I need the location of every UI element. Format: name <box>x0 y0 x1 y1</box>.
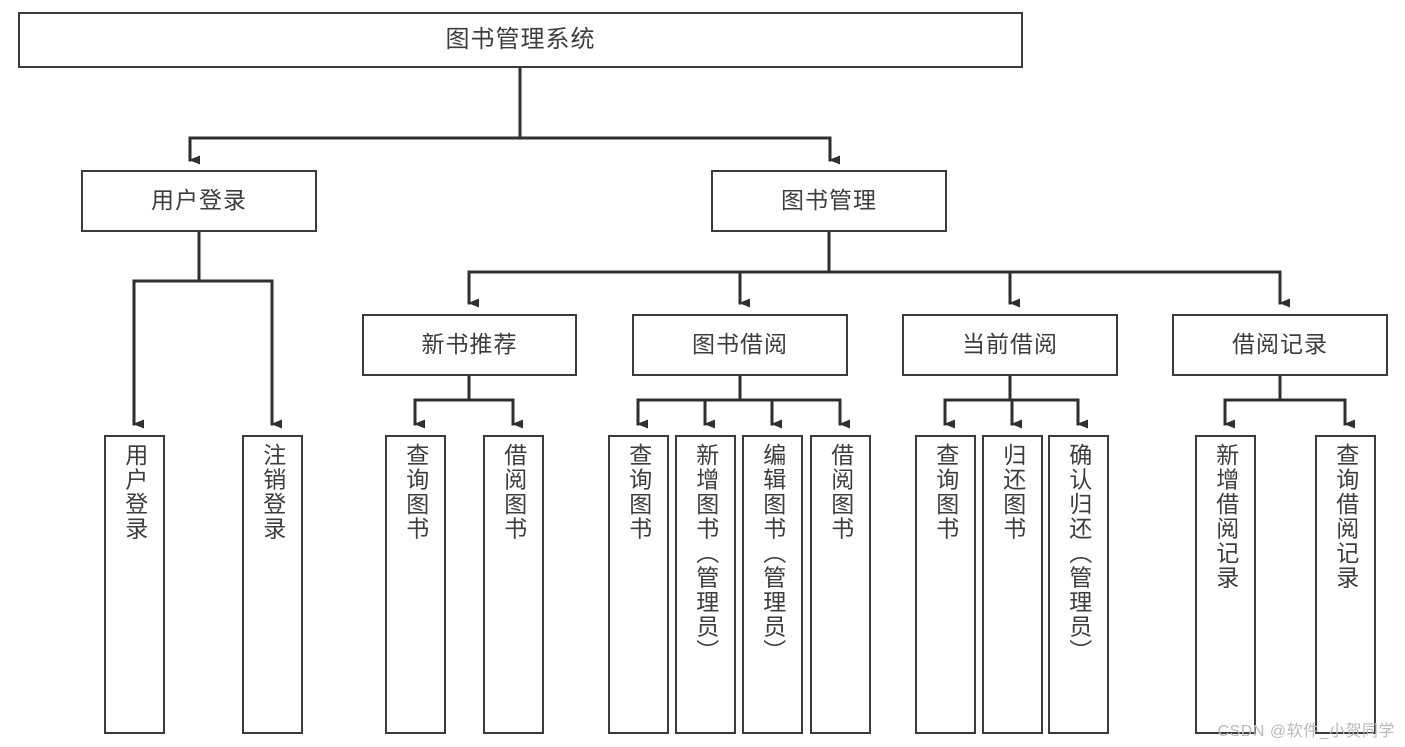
leaf-book-borrow-4[interactable]: 借阅图书 <box>810 435 871 734</box>
node-current-borrow[interactable]: 当前借阅 <box>902 314 1118 376</box>
leaf-book-borrow-1[interactable]: 查询图书 <box>608 435 669 734</box>
leaf-new-book-recommend-2[interactable]: 借阅图书 <box>483 435 544 734</box>
node-label: 编辑图书（管理员） <box>759 443 786 664</box>
leaf-book-borrow-3[interactable]: 编辑图书（管理员） <box>742 435 803 734</box>
node-label: 图书管理系统 <box>445 25 596 53</box>
leaf-new-book-recommend-1[interactable]: 查询图书 <box>385 435 446 734</box>
node-label: 图书借阅 <box>692 331 788 358</box>
node-label: 查询图书 <box>932 443 959 541</box>
node-book-management[interactable]: 图书管理 <box>711 170 947 232</box>
node-label: 用户登录 <box>121 443 148 541</box>
leaf-book-borrow-2[interactable]: 新增图书（管理员） <box>675 435 736 734</box>
node-label: 查询图书 <box>402 443 429 541</box>
node-label: 新增借阅记录 <box>1212 443 1239 590</box>
node-label: 确认归还（管理员） <box>1065 443 1092 664</box>
node-root-book-management-system[interactable]: 图书管理系统 <box>18 12 1023 68</box>
leaf-current-borrow-3[interactable]: 确认归还（管理员） <box>1048 435 1109 734</box>
node-label: 当前借阅 <box>962 331 1058 358</box>
node-borrow-record[interactable]: 借阅记录 <box>1172 314 1388 376</box>
node-label: 注销登录 <box>259 443 286 541</box>
node-label: 借阅图书 <box>500 443 527 541</box>
node-label: 图书管理 <box>781 187 877 214</box>
leaf-borrow-record-1[interactable]: 新增借阅记录 <box>1195 435 1256 734</box>
node-label: 查询图书 <box>625 443 652 541</box>
leaf-borrow-record-2[interactable]: 查询借阅记录 <box>1315 435 1376 734</box>
node-label: 借阅记录 <box>1232 331 1328 358</box>
node-label: 归还图书 <box>999 443 1026 541</box>
leaf-user-login-1[interactable]: 用户登录 <box>104 435 165 734</box>
node-label: 新书推荐 <box>421 331 518 358</box>
leaf-user-login-2[interactable]: 注销登录 <box>242 435 303 734</box>
node-label: 用户登录 <box>151 187 247 214</box>
node-label: 查询借阅记录 <box>1332 443 1359 590</box>
node-user-login[interactable]: 用户登录 <box>81 170 317 232</box>
node-label: 借阅图书 <box>827 443 854 541</box>
leaf-current-borrow-1[interactable]: 查询图书 <box>915 435 976 734</box>
leaf-current-borrow-2[interactable]: 归还图书 <box>982 435 1043 734</box>
node-book-borrow[interactable]: 图书借阅 <box>632 314 848 376</box>
node-new-book-recommend[interactable]: 新书推荐 <box>362 314 577 376</box>
node-label: 新增图书（管理员） <box>692 443 719 664</box>
watermark: CSDN @软件_小贺同学 <box>1217 723 1395 740</box>
